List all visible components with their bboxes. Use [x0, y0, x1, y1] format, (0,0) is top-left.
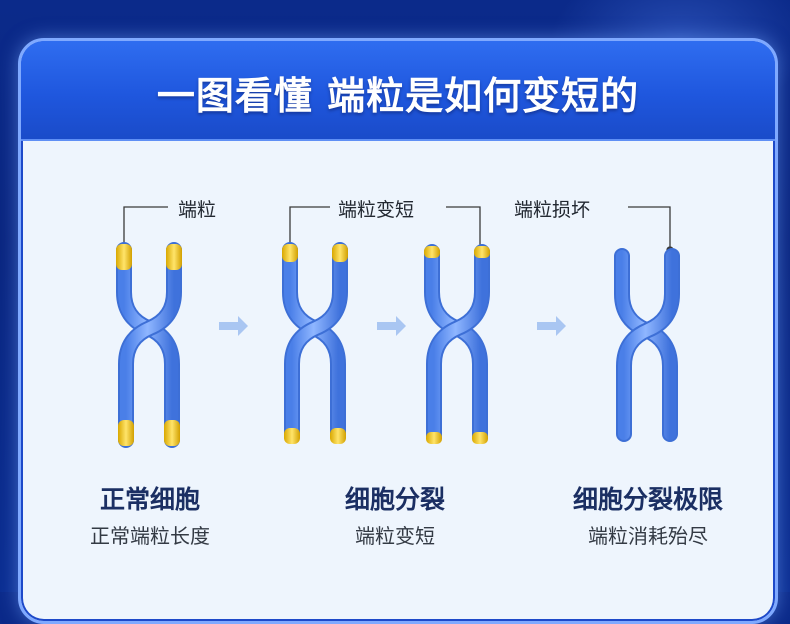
stage-3-subtitle: 端粒消耗殆尽	[588, 524, 708, 548]
stage-3-title: 细胞分裂极限	[572, 485, 723, 514]
telomere-cap	[474, 246, 490, 258]
telomere-cap	[282, 244, 298, 262]
chromosome-diagram	[116, 206, 680, 448]
callout-damaged: 端粒损坏	[508, 195, 597, 222]
title-banner: 一图看懂 端粒是如何变短的	[21, 41, 775, 141]
callout-telomere: 端粒	[172, 195, 223, 222]
leader-line-shortened-left	[289, 206, 330, 247]
callout-shortened: 端粒变短	[332, 195, 421, 222]
arrow-right-icon	[377, 316, 406, 336]
telomere-cap	[424, 246, 440, 258]
arrow-right-icon	[537, 316, 566, 336]
leader-line-shortened-right	[446, 206, 481, 247]
chromosome-normal	[116, 242, 182, 448]
chromosome-depleted	[614, 248, 680, 442]
leader-line-telomere	[123, 206, 168, 247]
leader-line-damaged	[628, 206, 671, 247]
chromosome-shortened-a	[282, 242, 348, 444]
chromosome-shortened-b	[424, 244, 490, 444]
stage-1-title: 正常细胞	[99, 485, 200, 514]
telomere-cap	[332, 244, 348, 262]
telomere-cap	[166, 244, 182, 270]
telomere-cap	[426, 432, 442, 444]
stage-1-subtitle: 正常端粒长度	[90, 524, 210, 548]
telomere-cap	[116, 244, 132, 270]
page-title: 一图看懂 端粒是如何变短的	[156, 74, 640, 118]
telomere-cap	[284, 428, 300, 444]
stage-2-subtitle: 端粒变短	[355, 524, 435, 548]
telomere-cap	[472, 432, 488, 444]
telomere-cap	[164, 420, 180, 446]
telomere-cap	[118, 420, 134, 446]
arrow-right-icon	[219, 316, 248, 336]
telomere-cap	[330, 428, 346, 444]
stage-2-title: 细胞分裂	[344, 485, 445, 514]
progress-arrows	[219, 316, 566, 336]
